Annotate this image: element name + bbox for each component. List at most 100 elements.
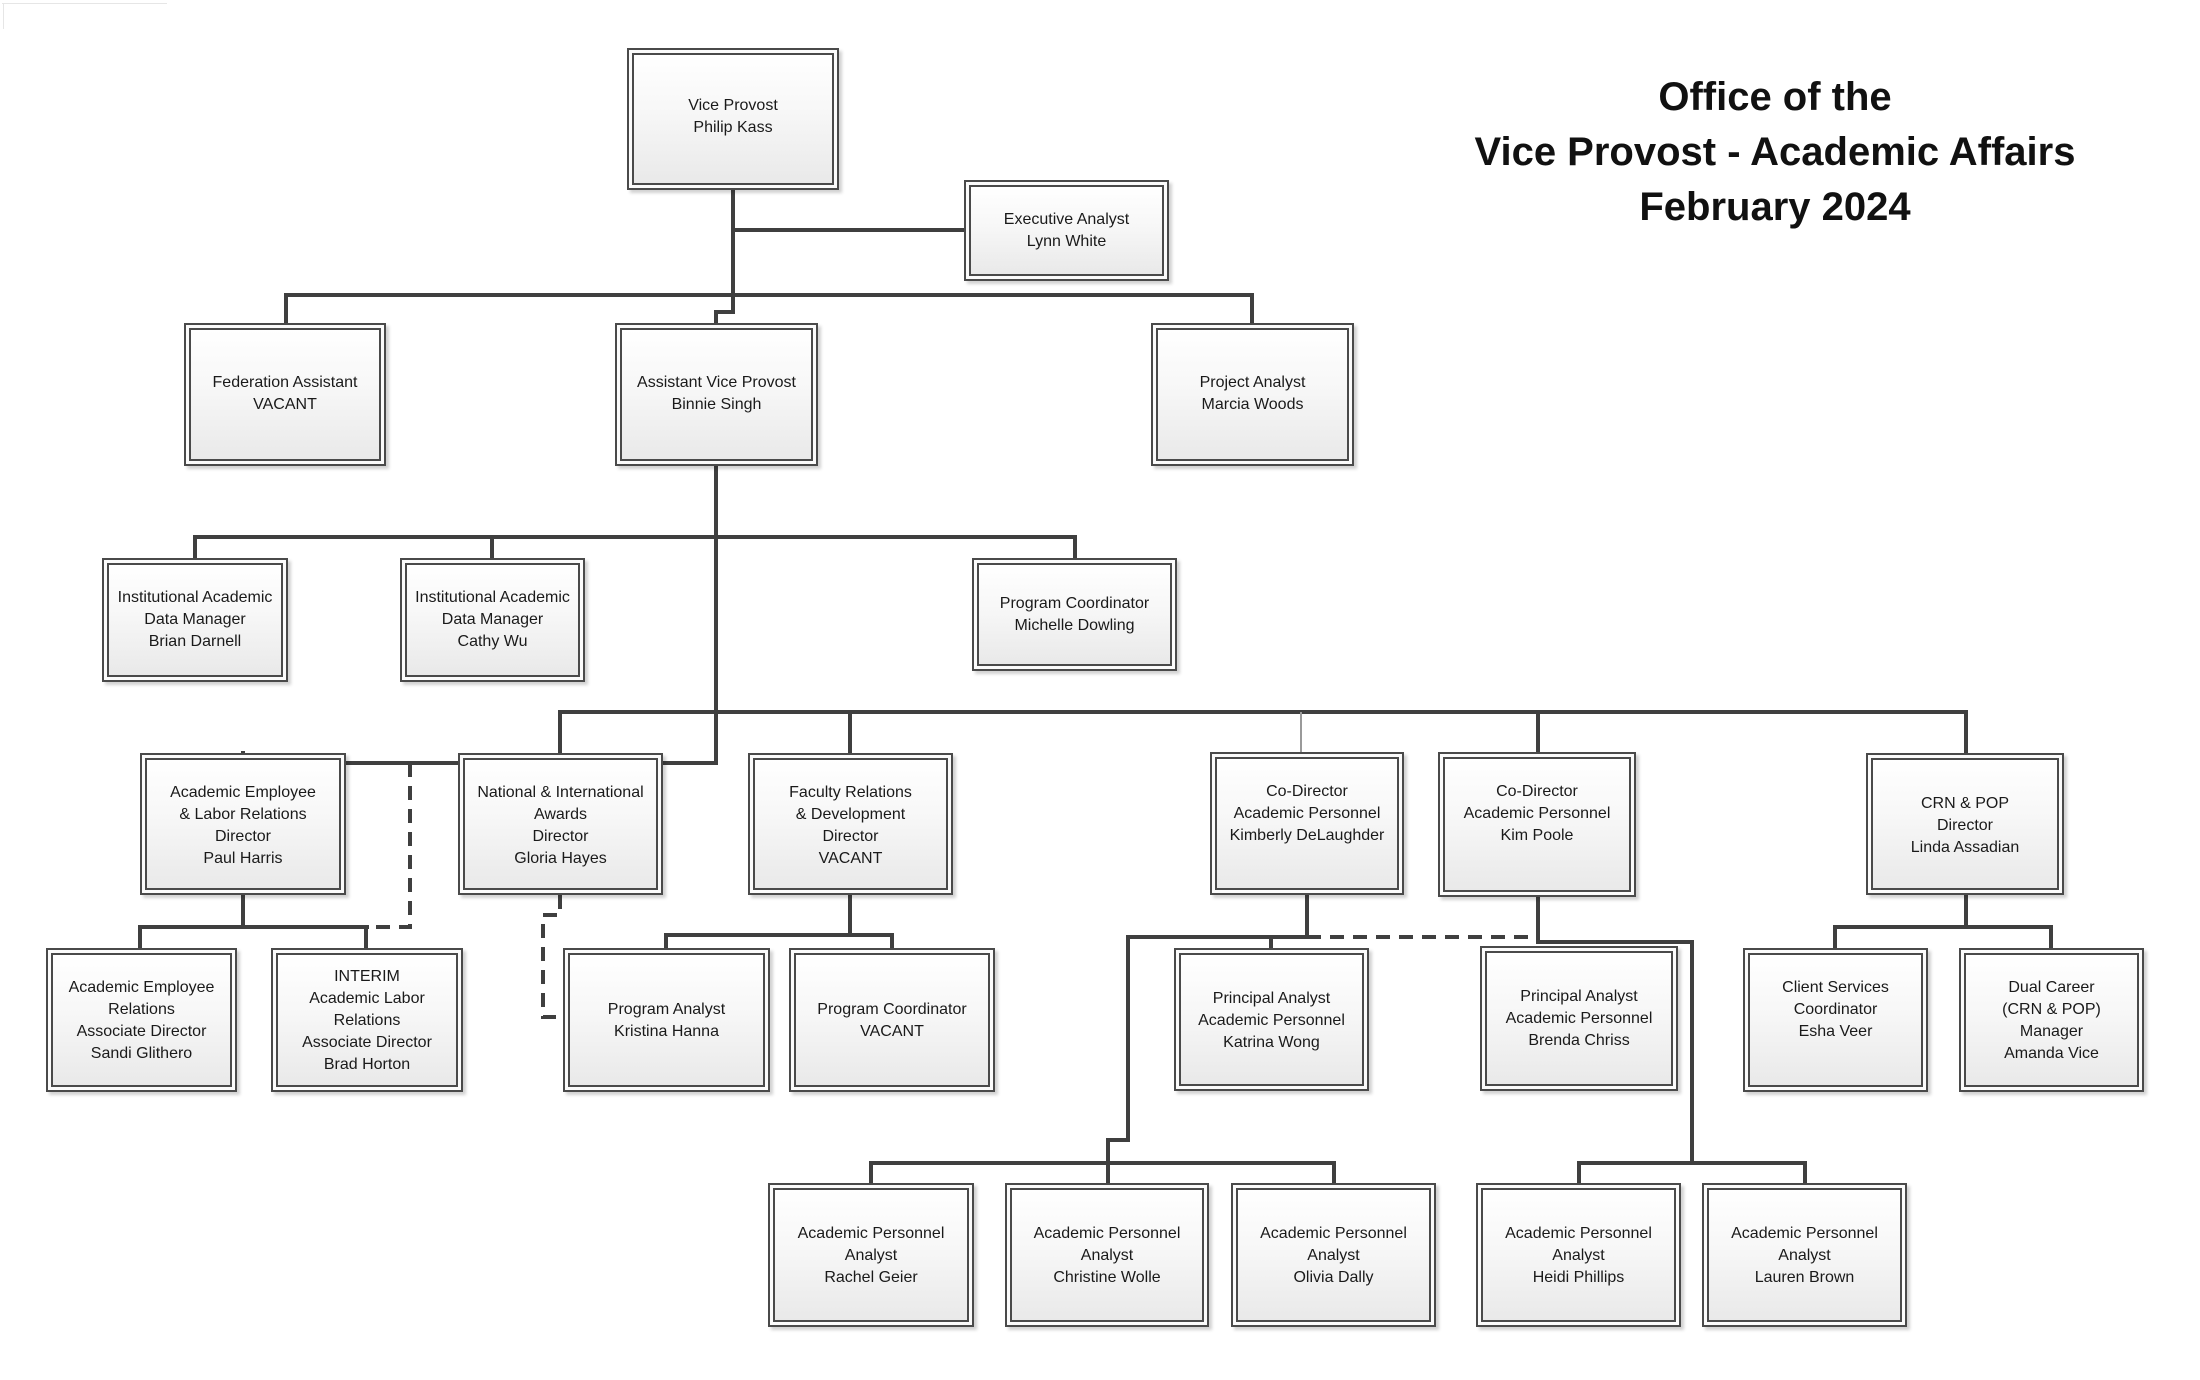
node-title: Principal Analyst bbox=[1212, 990, 1331, 1007]
node-title: Vice Provost bbox=[688, 97, 778, 114]
node-person: Rachel Geier bbox=[824, 1269, 918, 1286]
node-title: National & International bbox=[477, 784, 644, 801]
scan-artifact-line bbox=[2, 3, 167, 4]
node-title: Academic Personnel bbox=[1198, 1012, 1345, 1029]
dashed-connector-labor-relations bbox=[367, 763, 412, 929]
node-title: Analyst bbox=[1307, 1247, 1360, 1264]
node-status: INTERIM bbox=[334, 968, 400, 985]
node-person: Cathy Wu bbox=[457, 633, 528, 650]
chart-title: Office of the Vice Provost - Academic Af… bbox=[1440, 70, 2110, 235]
node-alr-associate-director: INTERIM Academic Labor Relations Associa… bbox=[271, 948, 463, 1092]
node-title: Faculty Relations bbox=[789, 784, 912, 801]
node-person: VACANT bbox=[860, 1023, 924, 1040]
node-title: Academic Personnel bbox=[1505, 1225, 1652, 1242]
node-data-manager-brian: Institutional Academic Data Manager Bria… bbox=[102, 558, 288, 682]
node-title: Academic Employee bbox=[68, 979, 215, 996]
node-person: Olivia Dally bbox=[1293, 1269, 1374, 1286]
node-person: Brad Horton bbox=[323, 1056, 411, 1073]
node-title: Academic Labor bbox=[309, 990, 425, 1007]
node-aer-associate-director: Academic Employee Relations Associate Di… bbox=[46, 948, 237, 1092]
node-title: Analyst bbox=[844, 1247, 898, 1264]
node-person: Lynn White bbox=[1026, 233, 1107, 250]
node-codirector-kimberly: Co-Director Academic Personnel Kimberly … bbox=[1210, 752, 1404, 895]
node-title: Director bbox=[532, 828, 589, 845]
title-line-2: Vice Provost - Academic Affairs bbox=[1474, 130, 2076, 174]
node-title: Project Analyst bbox=[1199, 374, 1306, 391]
node-title: Co-Director bbox=[1266, 783, 1348, 800]
node-person: Philip Kass bbox=[693, 119, 773, 136]
node-title: Program Coordinator bbox=[817, 1001, 967, 1018]
node-aelr-director: Academic Employee & Labor Relations Dire… bbox=[140, 753, 346, 895]
node-program-coordinator-michelle: Program Coordinator Michelle Dowling bbox=[972, 558, 1177, 671]
node-title: Federation Assistant bbox=[212, 374, 358, 391]
node-title: Director bbox=[822, 828, 879, 845]
node-title: Awards bbox=[533, 806, 588, 823]
node-title: Program Coordinator bbox=[999, 595, 1150, 612]
title-line-3: February 2024 bbox=[1639, 185, 1911, 229]
node-title: Institutional Academic bbox=[415, 589, 570, 606]
node-title: Associate Director bbox=[302, 1034, 432, 1051]
node-vice-provost: Vice Provost Philip Kass bbox=[627, 48, 839, 190]
node-title: Analyst bbox=[1552, 1247, 1605, 1264]
node-person: Esha Veer bbox=[1798, 1023, 1873, 1040]
node-title: Coordinator bbox=[1793, 1001, 1878, 1018]
node-principal-analyst-brenda: Principal Analyst Academic Personnel Bre… bbox=[1480, 946, 1678, 1091]
node-title: Academic Personnel bbox=[1505, 1010, 1653, 1027]
node-title: Analyst bbox=[1080, 1247, 1134, 1264]
node-title: Dual Career bbox=[2008, 979, 2095, 996]
node-title: Academic Employee bbox=[170, 784, 316, 801]
connector-avp-jog bbox=[714, 293, 735, 325]
node-title: Relations bbox=[333, 1012, 401, 1029]
node-person: VACANT bbox=[253, 396, 317, 413]
node-title: Academic Personnel bbox=[1233, 805, 1381, 822]
node-person: Binnie Singh bbox=[671, 396, 762, 413]
node-program-coordinator-vacant: Program Coordinator VACANT bbox=[789, 948, 995, 1092]
node-program-analyst-kristina: Program Analyst Kristina Hanna bbox=[563, 948, 770, 1092]
node-person: Christine Wolle bbox=[1053, 1269, 1161, 1286]
node-person: Linda Assadian bbox=[1910, 839, 2020, 856]
node-person: Paul Harris bbox=[203, 850, 283, 867]
node-title: Institutional Academic bbox=[117, 589, 273, 606]
node-person: Lauren Brown bbox=[1754, 1269, 1855, 1286]
node-ap-analyst-heidi: Academic Personnel Analyst Heidi Phillip… bbox=[1476, 1183, 1681, 1327]
node-title: Data Manager bbox=[441, 611, 544, 628]
node-assistant-vice-provost: Assistant Vice Provost Binnie Singh bbox=[615, 323, 818, 466]
node-title: Relations bbox=[108, 1001, 175, 1018]
node-title: & Development bbox=[795, 806, 906, 823]
node-title: Associate Director bbox=[76, 1023, 207, 1040]
node-ap-analyst-olivia: Academic Personnel Analyst Olivia Dally bbox=[1231, 1183, 1436, 1327]
node-title: Principal Analyst bbox=[1520, 988, 1638, 1005]
node-person: Michelle Dowling bbox=[1014, 617, 1135, 634]
node-title: Academic Personnel bbox=[797, 1225, 945, 1242]
node-person: Marcia Woods bbox=[1201, 396, 1304, 413]
node-ap-analyst-christine: Academic Personnel Analyst Christine Wol… bbox=[1005, 1183, 1209, 1327]
node-title: Manager bbox=[2019, 1023, 2084, 1040]
node-title: Academic Personnel bbox=[1033, 1225, 1181, 1242]
node-person: Gloria Hayes bbox=[514, 850, 607, 867]
node-dual-career-amanda: Dual Career (CRN & POP) Manager Amanda V… bbox=[1959, 948, 2144, 1092]
node-codirector-kim-poole: Co-Director Academic Personnel Kim Poole bbox=[1438, 752, 1636, 897]
connector-kim-poole-down bbox=[1536, 893, 1694, 1165]
node-title: Director bbox=[214, 828, 271, 845]
node-person: VACANT bbox=[818, 850, 883, 867]
node-ap-analyst-lauren: Academic Personnel Analyst Lauren Brown bbox=[1702, 1183, 1907, 1327]
node-federation-assistant: Federation Assistant VACANT bbox=[184, 323, 386, 466]
node-crn-pop-director: CRN & POP Director Linda Assadian bbox=[1866, 753, 2064, 895]
node-title: Program Analyst bbox=[607, 1001, 726, 1018]
node-title: (CRN & POP) bbox=[2002, 1001, 2101, 1018]
node-data-manager-cathy: Institutional Academic Data Manager Cath… bbox=[400, 558, 585, 682]
node-person: Sandi Glithero bbox=[90, 1045, 193, 1062]
node-title: Data Manager bbox=[144, 611, 246, 628]
node-person: Kristina Hanna bbox=[614, 1023, 719, 1040]
node-faculty-relations-director: Faculty Relations & Development Director… bbox=[748, 753, 953, 895]
node-client-services-esha: Client Services Coordinator Esha Veer bbox=[1743, 948, 1928, 1092]
node-person: Amanda Vice bbox=[2004, 1045, 2099, 1062]
node-ap-analyst-rachel: Academic Personnel Analyst Rachel Geier bbox=[768, 1183, 974, 1327]
connector-kimberly-analysts bbox=[1106, 935, 1130, 1165]
node-title: Executive Analyst bbox=[1003, 211, 1130, 228]
node-person: Brian Darnell bbox=[148, 633, 242, 650]
node-person: Katrina Wong bbox=[1223, 1034, 1320, 1051]
node-principal-analyst-katrina: Principal Analyst Academic Personnel Kat… bbox=[1174, 948, 1369, 1091]
node-person: Brenda Chriss bbox=[1528, 1032, 1630, 1049]
